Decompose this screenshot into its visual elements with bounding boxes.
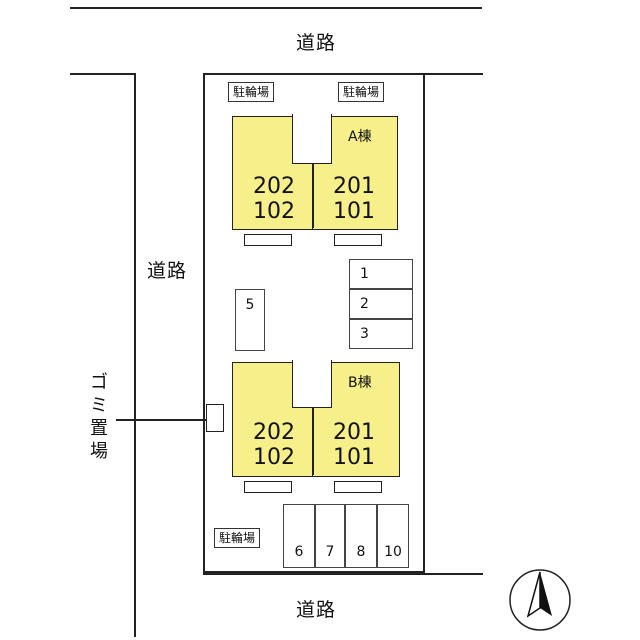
top-road-line: [70, 7, 482, 9]
garbage-leader-line: [116, 419, 206, 421]
site-top-boundary: [70, 73, 136, 75]
unit-a-202: 202: [253, 174, 295, 199]
garbage-char-3: 置: [90, 418, 108, 439]
unit-a-201: 201: [333, 174, 375, 199]
garbage-char-1: ゴ: [90, 372, 108, 393]
unit-b-102: 102: [253, 445, 295, 470]
building-b-balcony-right: [334, 481, 382, 493]
building-b-balcony-left: [244, 481, 292, 493]
parking-slot-5: 5: [235, 289, 265, 351]
left-road-edge: [134, 73, 136, 637]
building-a-divider: [312, 164, 314, 228]
bike-parking-top-left: 駐輪場: [228, 82, 275, 102]
unit-a-102: 102: [253, 199, 295, 224]
bike-parking-bottom: 駐輪場: [214, 528, 261, 548]
unit-b-101: 101: [333, 445, 375, 470]
garbage-char-2: ミ: [90, 395, 108, 416]
site-bottom-boundary: [203, 573, 483, 575]
bike-parking-top-right: 駐輪場: [338, 82, 385, 102]
parking-slot-6: 6: [283, 504, 315, 568]
site-boundary: [203, 73, 425, 573]
parking-slot-1: 1: [349, 259, 413, 289]
road-label-bottom: 道路: [296, 599, 337, 621]
building-b-name: B棟: [348, 375, 372, 391]
unit-a-101: 101: [333, 199, 375, 224]
garbage-char-4: 場: [90, 441, 108, 462]
building-a-notch: [292, 114, 332, 164]
building-a-balcony-left: [244, 234, 292, 246]
building-a-name: A棟: [348, 129, 372, 145]
unit-b-201: 201: [333, 420, 375, 445]
parking-slot-10: 10: [377, 504, 409, 568]
parking-slot-2: 2: [349, 289, 413, 319]
parking-slot-8: 8: [345, 504, 377, 568]
garbage-box: [206, 404, 224, 432]
road-label-top: 道路: [296, 32, 337, 54]
building-b-divider: [312, 408, 314, 475]
building-a-balcony-right: [334, 234, 382, 246]
north-arrow-icon: [508, 568, 572, 632]
parking-slot-7: 7: [315, 504, 345, 568]
unit-b-202: 202: [253, 420, 295, 445]
road-label-left: 道路: [147, 260, 188, 282]
building-b-notch: [292, 360, 332, 408]
parking-slot-3: 3: [349, 319, 413, 349]
